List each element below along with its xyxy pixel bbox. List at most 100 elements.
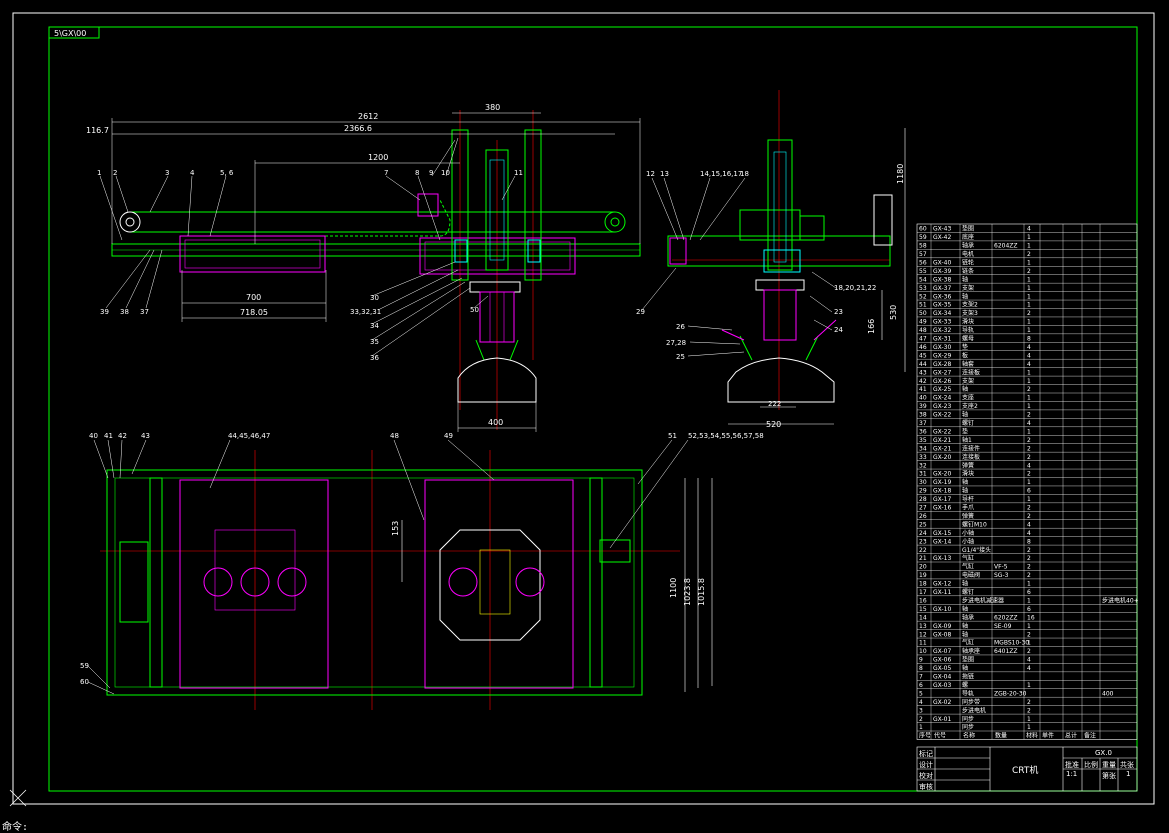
parts-cell-qty: 2: [1027, 268, 1031, 275]
front-balloon-4: 4: [190, 169, 195, 177]
command-line[interactable]: 命令:: [2, 822, 29, 833]
parts-cell-no: 21: [919, 555, 927, 562]
parts-cell-qty: 2: [1027, 547, 1031, 554]
parts-cell-qty: 4: [1027, 657, 1031, 664]
parts-cell-qty: 4: [1027, 361, 1031, 368]
outer-border: [12, 12, 1155, 805]
parts-cell-qty: 2: [1027, 412, 1031, 419]
parts-cell-code: GX-18: [933, 488, 951, 495]
parts-cell-code: GX-12: [933, 581, 951, 588]
front-balloon-35: 35: [370, 338, 379, 346]
parts-cell-name: 同步: [962, 715, 974, 723]
parts-cell-name: 螺钉: [962, 419, 974, 427]
parts-cell-no: 54: [919, 276, 927, 283]
front-balloons: [99, 137, 516, 357]
parts-cell-qty: 4: [1027, 462, 1031, 469]
plan-balloon-48: 48: [390, 432, 399, 440]
parts-cell-no: 53: [919, 285, 927, 292]
parts-cell-name: 连接板: [962, 368, 980, 376]
side-balloon-18: 18: [740, 170, 749, 178]
parts-cell-no: 25: [919, 521, 927, 528]
dim-530: 530: [889, 305, 898, 320]
parts-cell-qty: 1: [1027, 496, 1031, 503]
plan-balloon-40: 40: [89, 432, 98, 440]
parts-cell-no: 24: [919, 530, 927, 537]
parts-cell-qty: 1: [1027, 319, 1031, 326]
parts-cell-no: 22: [919, 547, 927, 554]
parts-cell-code: GX-28: [933, 361, 951, 368]
parts-cell-no: 17: [919, 589, 927, 596]
parts-cell-name: 气缸: [962, 563, 974, 571]
parts-cell-name: 支架2: [962, 301, 978, 309]
parts-cell-spec: 6202ZZ: [994, 614, 1018, 621]
parts-cell-name: 电机: [962, 250, 974, 258]
dim-153: 153: [391, 521, 400, 536]
parts-header-cell: 单件: [1042, 732, 1054, 740]
title-block-label-approve: 批准: [1065, 760, 1079, 769]
parts-cell-qty: 1: [1027, 640, 1031, 647]
parts-cell-qty: 1: [1027, 276, 1031, 283]
parts-cell-qty: 1: [1027, 302, 1031, 309]
parts-cell-no: 30: [919, 479, 927, 486]
dim-166: 166: [867, 319, 876, 334]
parts-cell-code: GX-21: [933, 445, 951, 452]
parts-cell-code: GX-23: [933, 403, 951, 410]
parts-cell-no: 38: [919, 412, 927, 419]
parts-cell-no: 13: [919, 623, 927, 630]
front-balloon-37: 37: [140, 308, 149, 316]
parts-cell-qty: 1: [1027, 403, 1031, 410]
parts-cell-code: GX-22: [933, 428, 951, 435]
title-block-label-check: 校对: [919, 771, 933, 780]
parts-cell-name: 轴: [962, 605, 968, 613]
parts-cell-code: GX-15: [933, 530, 951, 537]
dim-1015-8: 1015.8: [697, 578, 706, 606]
parts-cell-no: 37: [919, 420, 927, 427]
parts-cell-no: 42: [919, 378, 927, 385]
parts-cell-qty: 1: [1027, 623, 1031, 630]
parts-cell-qty: 2: [1027, 572, 1031, 579]
dim-1200: 1200: [368, 153, 388, 162]
title-block-label-weight: 重量: [1102, 761, 1116, 769]
parts-cell-qty: 2: [1027, 631, 1031, 638]
parts-cell-qty: 1: [1027, 716, 1031, 723]
parts-cell-name: 垫圈: [962, 225, 974, 233]
parts-cell-name: 轴: [962, 275, 968, 283]
parts-cell-code: GX-38: [933, 276, 951, 283]
parts-cell-name: 轴1: [962, 436, 972, 444]
parts-cell-name: 轴: [962, 622, 968, 630]
parts-cell-qty: 4: [1027, 344, 1031, 351]
parts-cell-no: 15: [919, 606, 927, 613]
parts-cell-no: 39: [919, 403, 927, 410]
parts-cell-no: 16: [919, 597, 927, 604]
parts-cell-no: 36: [919, 428, 927, 435]
title-block-label-review: 审核: [919, 782, 933, 791]
parts-cell-code: GX-02: [933, 699, 951, 706]
parts-cell-qty: 4: [1027, 665, 1031, 672]
parts-cell-name: 小轴: [962, 537, 974, 545]
front-balloon-38: 38: [120, 308, 129, 316]
parts-cell-qty: 2: [1027, 648, 1031, 655]
parts-cell-qty: 8: [1027, 336, 1031, 343]
parts-cell-no: 59: [919, 234, 927, 241]
parts-header-cell: 总计: [1065, 732, 1077, 740]
parts-cell-code: GX-26: [933, 378, 951, 385]
parts-cell-qty: 2: [1027, 471, 1031, 478]
parts-cell-qty: 1: [1027, 259, 1031, 266]
side-balloon-24: 24: [834, 326, 843, 334]
parts-cell-no: 49: [919, 319, 927, 326]
parts-cell-no: 10: [919, 648, 927, 655]
parts-cell-code: GX-42: [933, 234, 951, 241]
front-balloon-10: 10: [441, 169, 450, 177]
parts-cell-code: GX-24: [933, 395, 951, 402]
title-block-scale: 1:1: [1066, 770, 1077, 778]
parts-cell-name: 气缸: [962, 554, 974, 562]
parts-cell-qty: 1: [1027, 724, 1031, 731]
title-block-title: CRT机: [1012, 764, 1038, 776]
parts-cell-code: GX-43: [933, 226, 951, 233]
parts-cell-no: 50: [919, 310, 927, 317]
parts-cell-name: 滑块: [962, 318, 974, 326]
parts-cell-spec: ZGB-20-30: [994, 690, 1027, 697]
front-balloon-11: 11: [514, 169, 523, 177]
dim-380: 380: [485, 103, 500, 112]
